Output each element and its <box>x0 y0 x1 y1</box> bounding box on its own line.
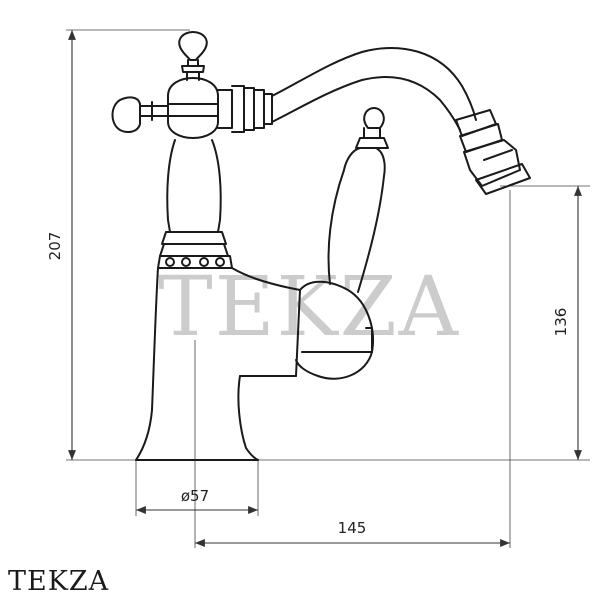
faucet-outline <box>111 31 531 461</box>
spout <box>271 47 531 195</box>
handle-hub <box>111 77 219 139</box>
dim-label-spout-height: 136 <box>552 308 570 337</box>
dimension-lines <box>68 30 582 547</box>
lever-handle <box>295 107 389 380</box>
top-knob <box>178 31 208 81</box>
faucet-body <box>157 139 233 269</box>
dim-label-base-diameter: ø57 <box>181 487 209 505</box>
watermark-text: TEKZA <box>158 260 460 355</box>
dim-label-total-height: 207 <box>46 232 64 261</box>
collar-rings <box>217 85 273 133</box>
dim-label-spout-reach: 145 <box>338 519 367 537</box>
faucet-lower-body <box>135 267 301 461</box>
brand-logo-text: TEKZA <box>8 566 110 597</box>
